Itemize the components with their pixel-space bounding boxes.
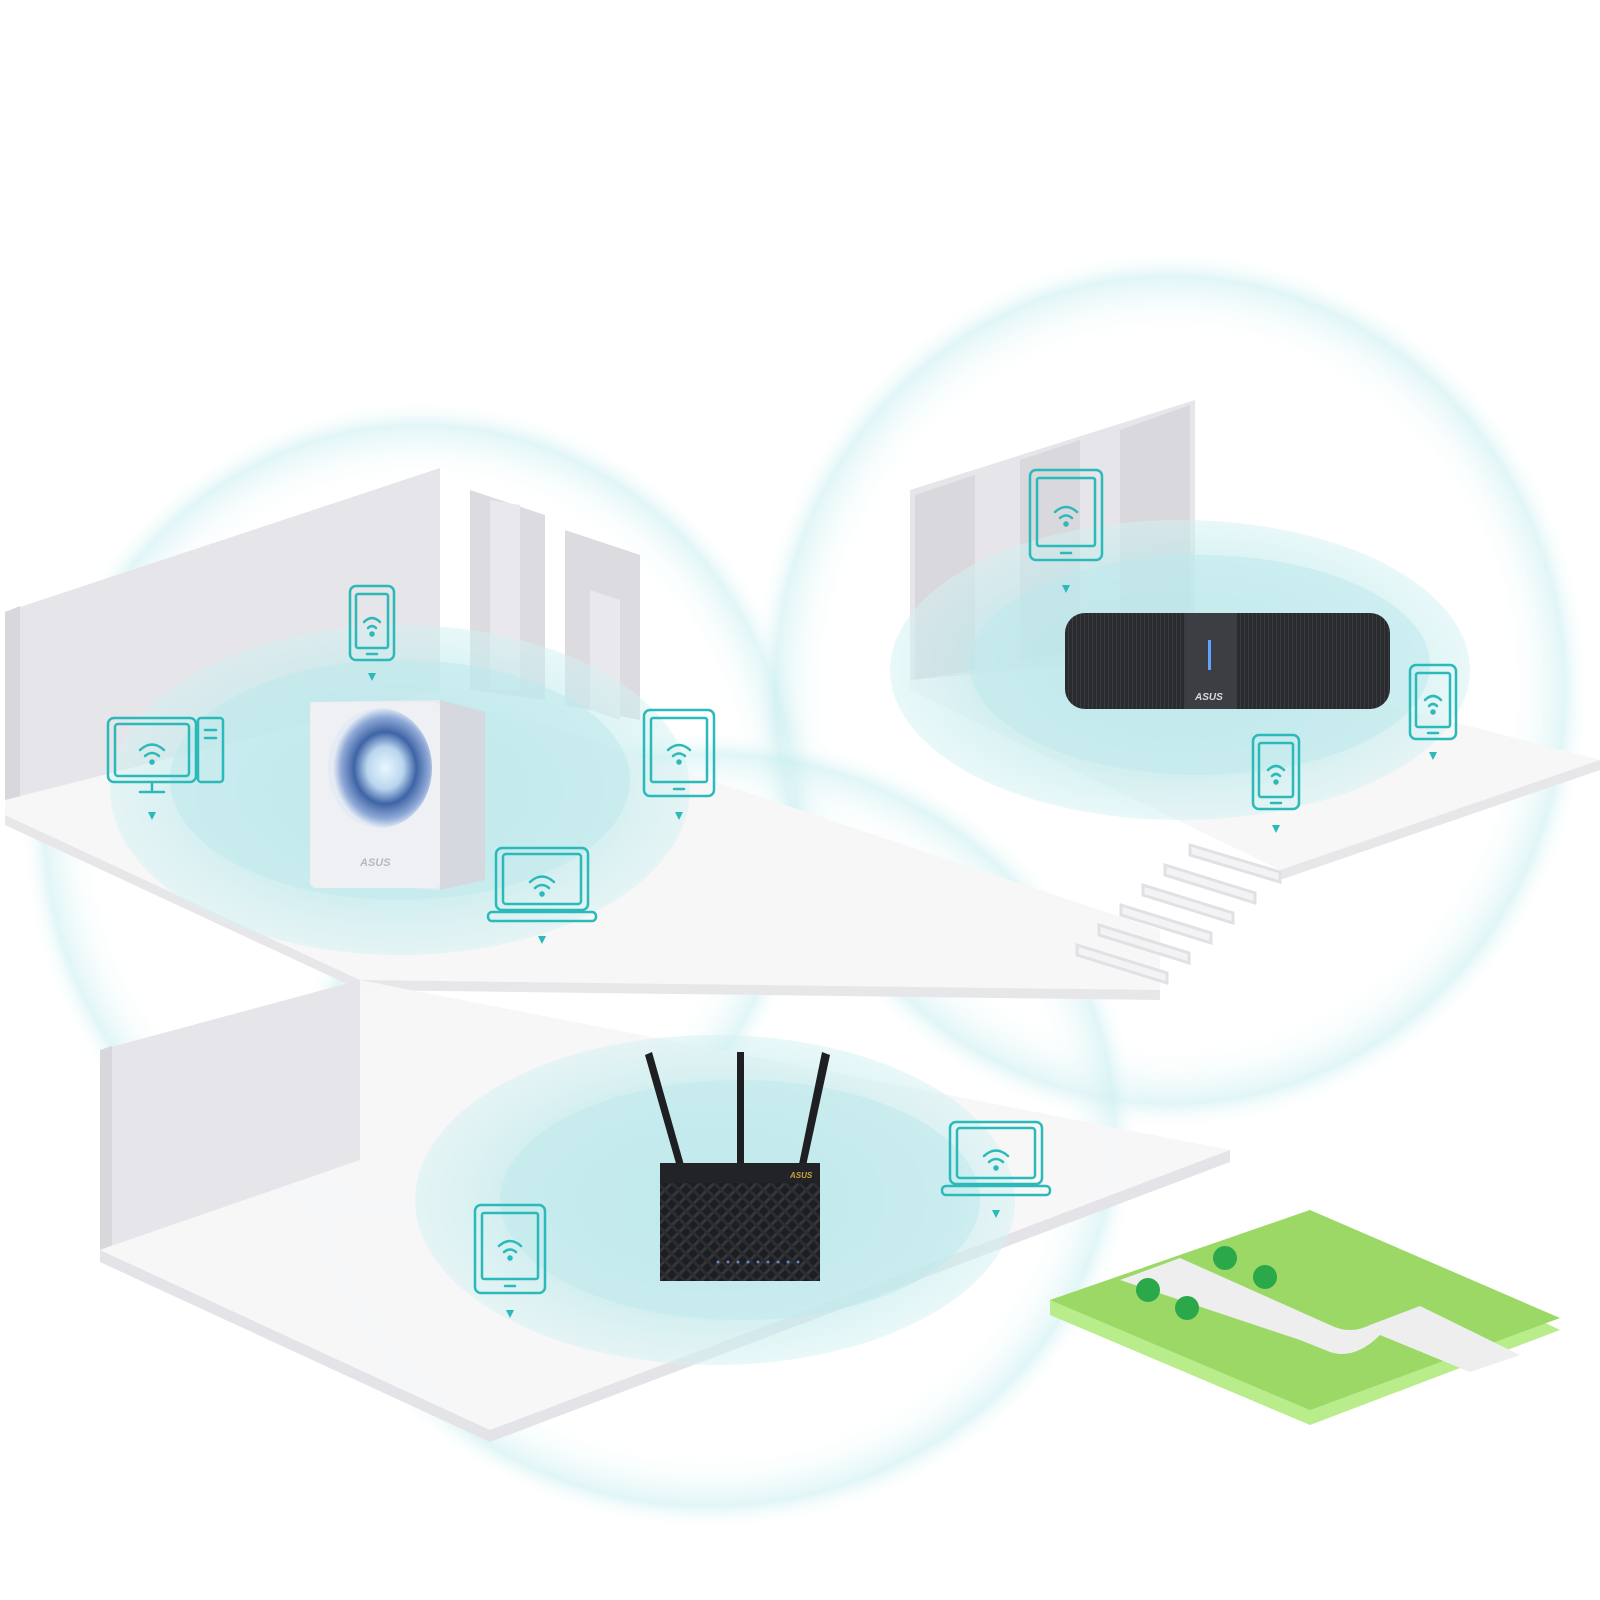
phone-wifi-icon (1408, 663, 1458, 760)
router-blue-cave: ASUS (310, 700, 485, 890)
router-rt: ASUS (645, 1052, 830, 1281)
laptop-wifi-icon (940, 1120, 1052, 1218)
tree-icon (1136, 1246, 1277, 1320)
asus-logo: ASUS (359, 857, 391, 869)
asus-logo: ASUS (789, 1171, 813, 1180)
desktop-wifi-icon (106, 716, 225, 820)
tablet-wifi-icon (642, 708, 716, 820)
laptop-wifi-icon (486, 846, 598, 944)
lawn (1050, 1210, 1560, 1425)
tablet-wifi-icon (1028, 468, 1104, 593)
stairs (1075, 842, 1282, 986)
asus-logo: ASUS (1194, 692, 1223, 703)
router-lyra-voice: ASUS (1065, 613, 1390, 709)
phone-wifi-icon (348, 584, 396, 681)
phone-wifi-icon (1251, 733, 1301, 833)
tablet-wifi-icon (473, 1203, 547, 1318)
